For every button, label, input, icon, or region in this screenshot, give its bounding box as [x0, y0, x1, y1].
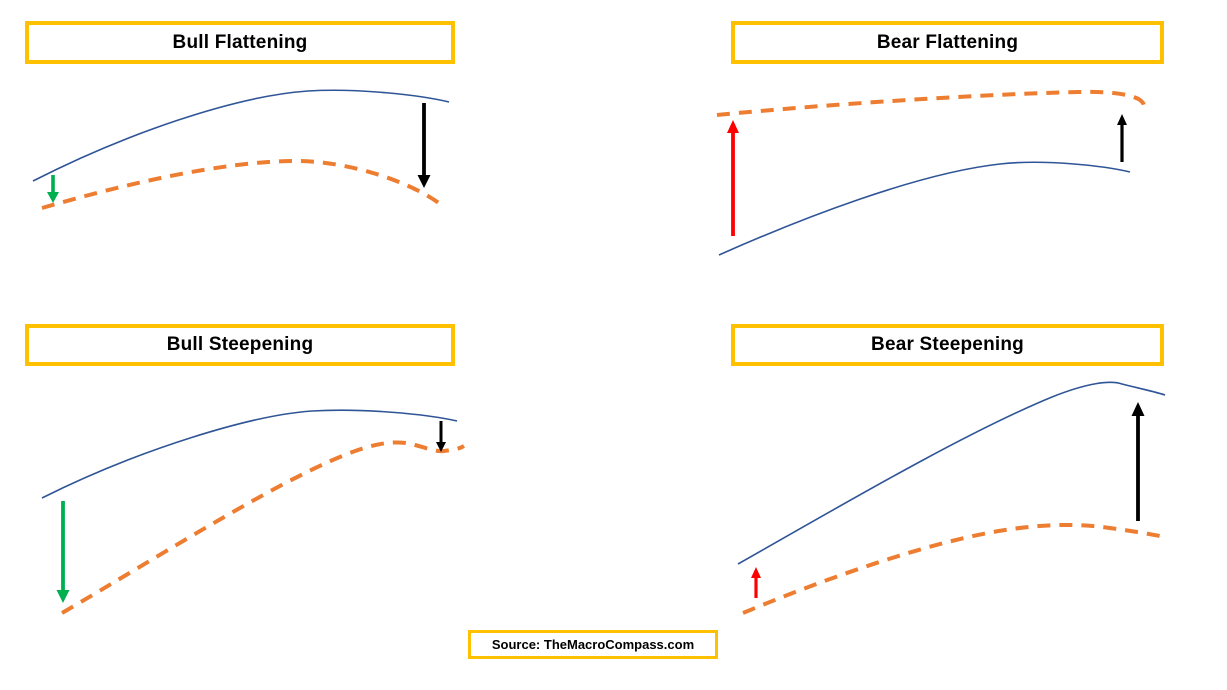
short-end-up-arrow [751, 567, 761, 598]
initial-yield-curve [737, 381, 1166, 565]
short-end-down-arrow [56, 501, 70, 603]
long-end-up-arrow [1117, 114, 1127, 162]
initial-yield-curve [41, 409, 458, 499]
shifted-yield-curve [60, 440, 466, 615]
initial-yield-curve [32, 89, 450, 182]
panel-bull-flattening [32, 89, 450, 210]
source-attribution: Source: TheMacroCompass.com [468, 630, 718, 659]
long-end-down-arrow [417, 103, 431, 188]
panel-bear-steepening [737, 381, 1166, 615]
panel-title-bear-flattening: Bear Flattening [731, 21, 1164, 64]
short-end-up-arrow [727, 120, 739, 236]
panel-bear-flattening [716, 89, 1146, 256]
long-end-up-arrow [1131, 402, 1145, 521]
long-end-down-arrow [436, 421, 446, 452]
panel-title-bull-flattening: Bull Flattening [25, 21, 455, 64]
shifted-yield-curve [742, 522, 1166, 615]
panel-title-bull-steepening: Bull Steepening [25, 324, 455, 366]
initial-yield-curve [718, 161, 1131, 256]
shifted-yield-curve [41, 158, 446, 210]
shifted-yield-curve [716, 89, 1146, 117]
panel-bull-steepening [41, 409, 466, 615]
short-end-down-arrow [47, 175, 59, 203]
panel-title-bear-steepening: Bear Steepening [731, 324, 1164, 366]
